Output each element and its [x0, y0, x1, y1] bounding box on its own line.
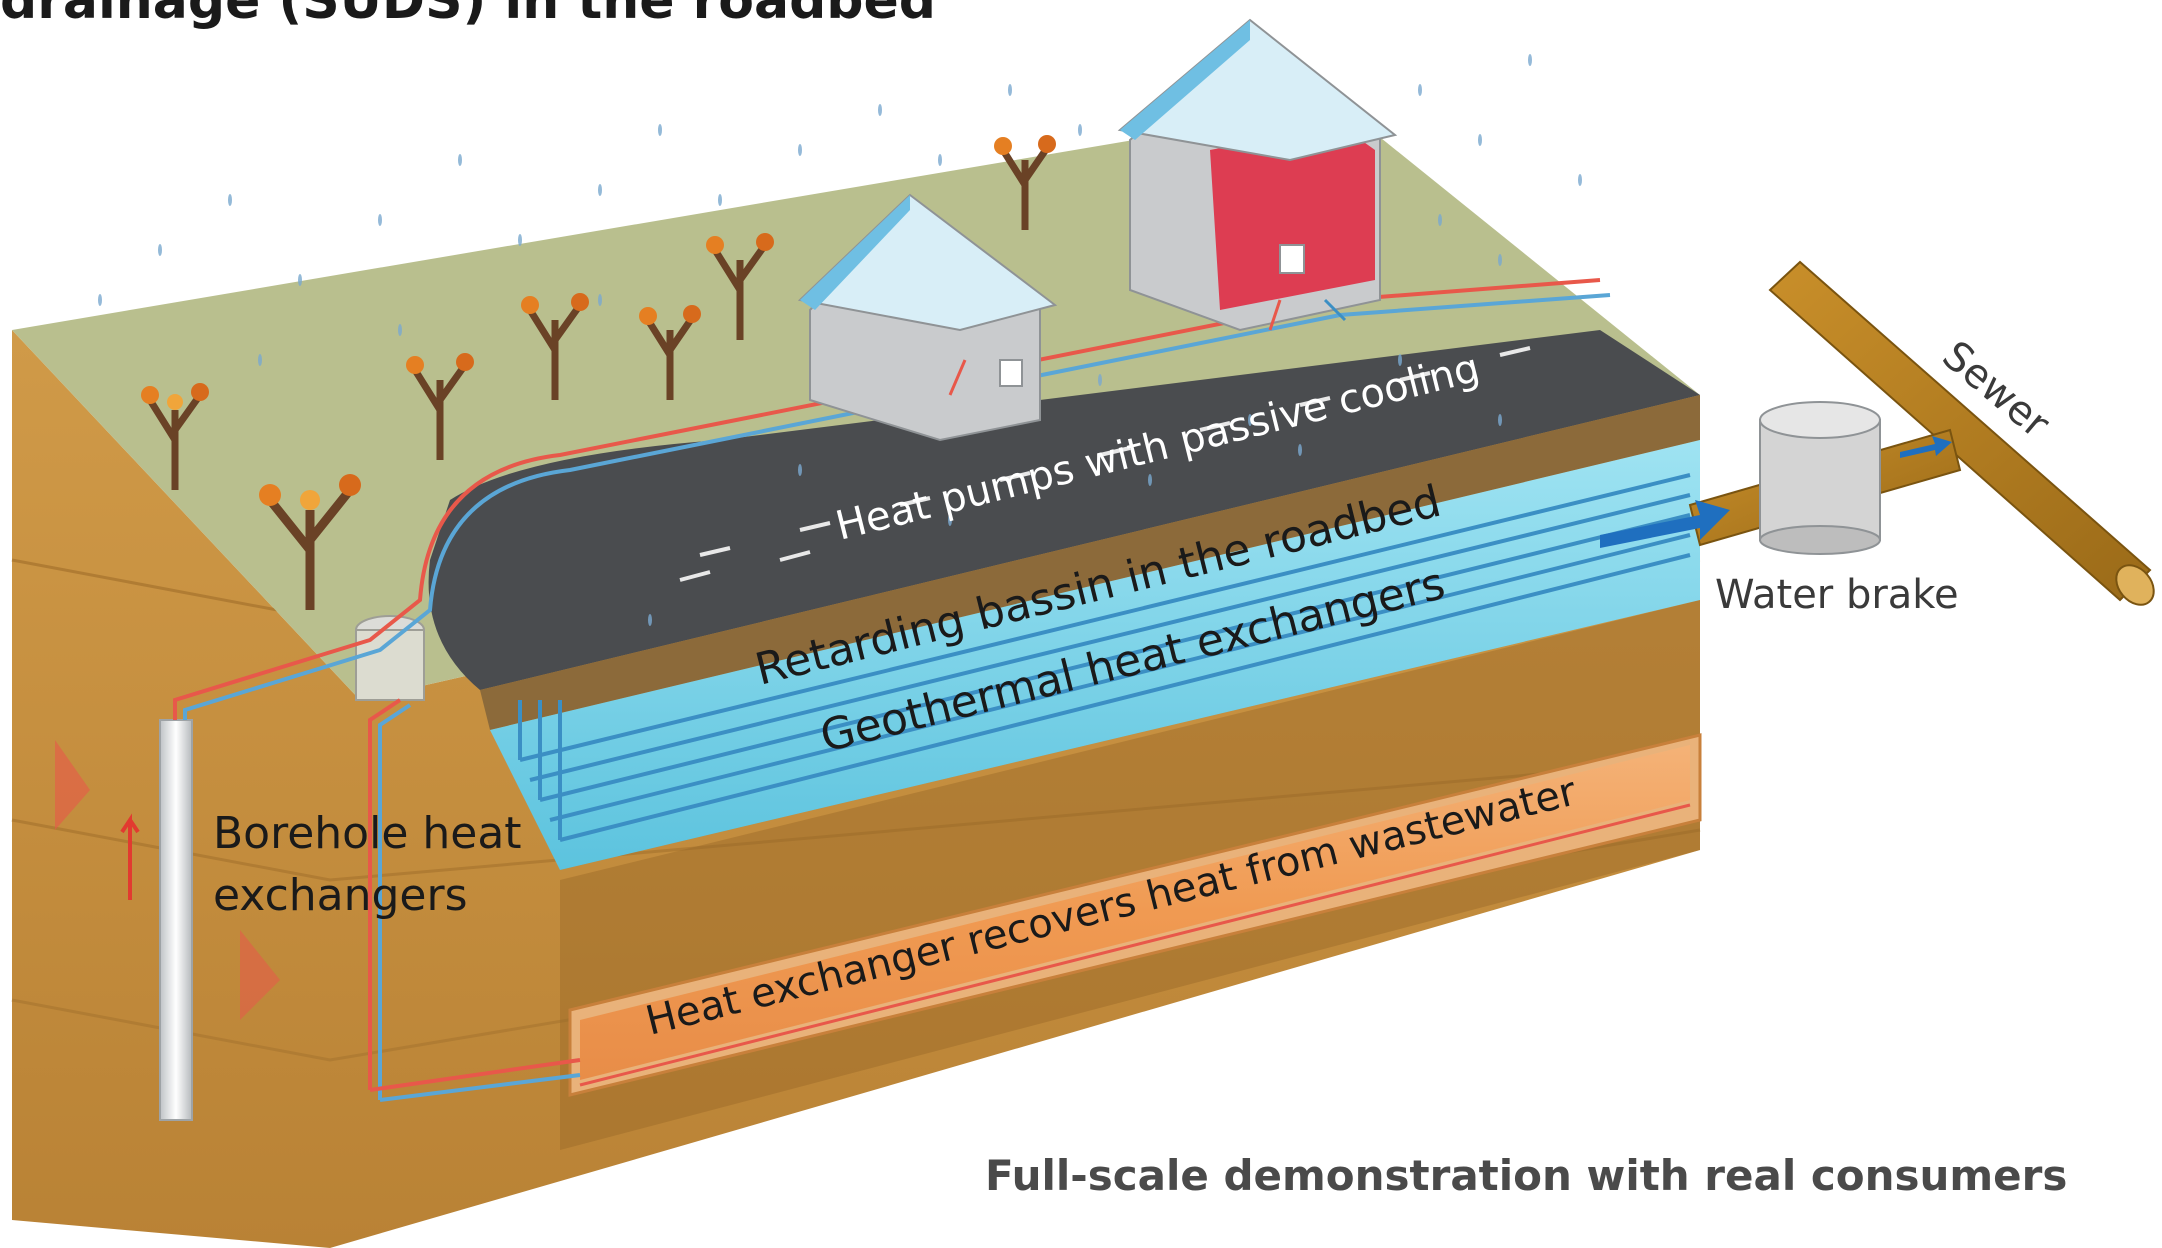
diagram-title: drainage (SUDS) in the roadbed	[0, 0, 936, 31]
road-surface	[428, 330, 1700, 690]
roadbed-layer	[480, 395, 1700, 730]
label-borehole-line2: exchangers	[213, 870, 468, 921]
flow-arrow-small-icon	[1900, 436, 1952, 458]
geothermal-risers	[518, 700, 562, 840]
tree	[994, 135, 1056, 230]
tree	[639, 305, 701, 400]
road-markings	[679, 346, 1531, 582]
label-borehole-line1: Borehole heat	[213, 808, 522, 859]
tree	[406, 353, 474, 460]
borehole-pipe	[159, 719, 193, 1121]
soil-stratum	[11, 758, 1701, 882]
house-large	[1117, 18, 1398, 332]
heat-glow-icon	[240, 930, 280, 1020]
tree	[521, 293, 589, 400]
heat-up-arrow-icon	[120, 813, 140, 900]
house-small	[797, 193, 1058, 442]
flow-arrow-icon	[1600, 500, 1730, 548]
footer-caption: Full-scale demonstration with real consu…	[985, 1151, 2067, 1200]
sewer-pipe	[1768, 260, 2155, 606]
wastewater-red-line	[579, 803, 1691, 1087]
distribution-pipes	[173, 278, 1611, 1102]
wastewater-heat-exchanger	[580, 745, 1690, 1080]
geothermal-tubes	[519, 473, 1691, 842]
tree	[141, 383, 209, 490]
heat-glow-icon	[55, 740, 90, 830]
tree	[706, 233, 774, 340]
rain-drops	[98, 54, 1582, 626]
label-water-brake: Water brake	[1715, 572, 1959, 618]
water-brake	[1759, 401, 1881, 555]
tree	[259, 474, 361, 610]
